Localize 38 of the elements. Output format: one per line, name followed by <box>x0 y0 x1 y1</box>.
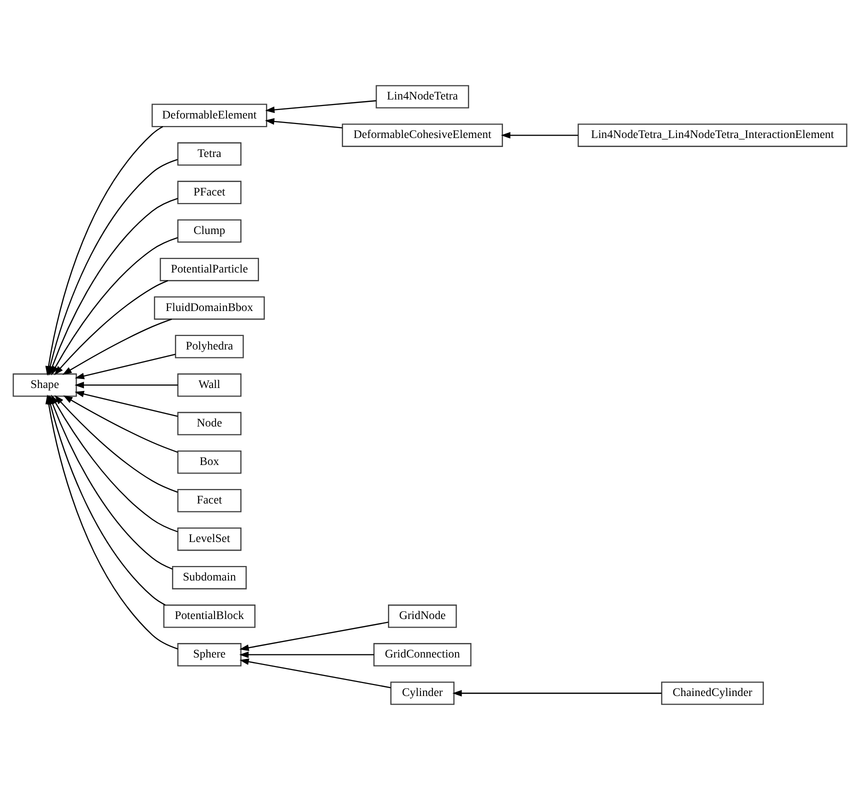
node-box: Wall <box>177 373 242 397</box>
arrow <box>239 651 374 658</box>
node-box: Clump <box>177 219 242 243</box>
node-box: Cylinder <box>390 682 455 705</box>
node-box: Lin4NodeTetra <box>376 85 470 108</box>
node-box: Polyhedra <box>174 334 244 358</box>
node-box: Subdomain <box>172 566 247 590</box>
arrow <box>50 237 178 376</box>
node-box: GridNode <box>388 604 457 628</box>
node-box: Sphere <box>177 643 242 666</box>
arrow <box>239 622 388 651</box>
arrow <box>452 690 662 697</box>
node-box: DeformableCohesiveElement <box>342 124 503 147</box>
node-box: FluidDomainBbox <box>154 296 265 320</box>
arrow <box>74 390 178 417</box>
node-box: Shape <box>12 373 77 397</box>
node-box: Lin4NodeTetra_Lin4NodeTetra_InteractionElement <box>578 124 848 147</box>
node-box: DeformableElement <box>152 104 268 128</box>
arrow <box>264 118 342 128</box>
node-box: PotentialBlock <box>163 604 256 628</box>
arrow <box>240 658 391 688</box>
node-box: Facet <box>177 488 242 512</box>
arrow <box>63 395 178 453</box>
arrow <box>501 132 578 139</box>
arrow <box>54 280 168 376</box>
node-box: Node <box>177 412 242 436</box>
node-box: PFacet <box>177 180 242 204</box>
node-box: ChainedCylinder <box>661 682 764 705</box>
node-box: Tetra <box>177 142 242 166</box>
node-box: GridConnection <box>373 643 472 666</box>
arrow <box>265 100 376 114</box>
arrow <box>62 318 172 375</box>
node-box: PotentialParticle <box>160 258 259 282</box>
arrow <box>74 354 176 380</box>
arrow <box>54 395 178 493</box>
arrow <box>74 382 178 388</box>
node-box: LevelSet <box>177 527 242 551</box>
node-box: Box <box>177 450 242 474</box>
